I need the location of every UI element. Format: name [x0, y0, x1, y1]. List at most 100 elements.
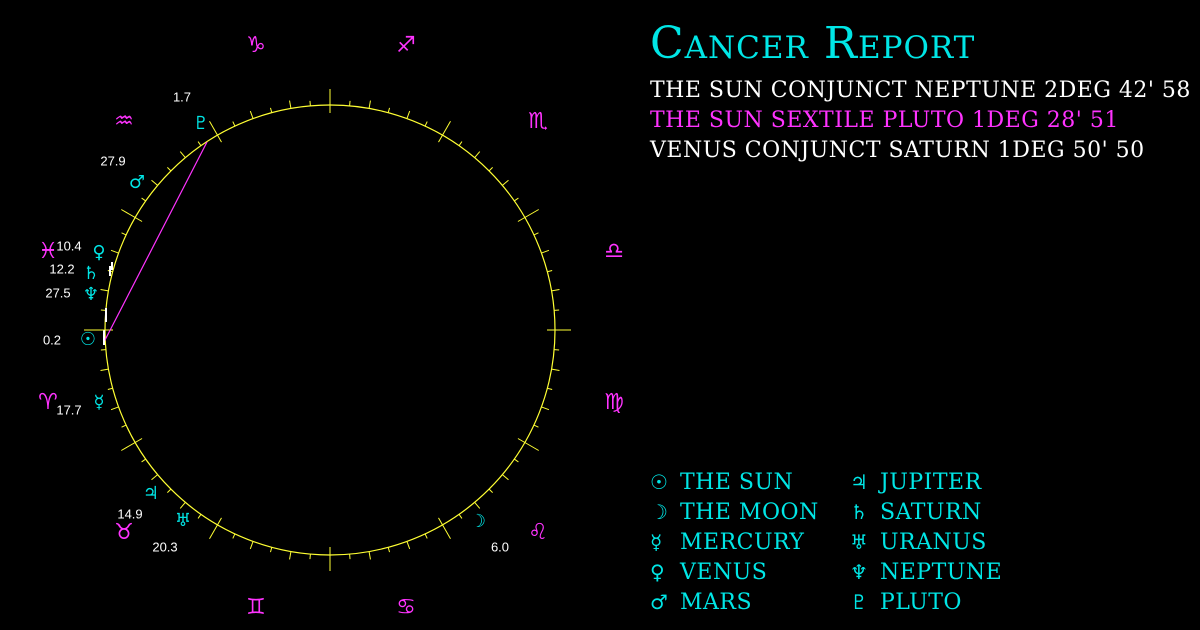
- jupiter-degree-label: 14.9: [117, 506, 142, 521]
- sagittarius-icon: ♐: [396, 33, 416, 58]
- legend-label: The Moon: [680, 500, 819, 525]
- libra-icon: ♎: [604, 239, 624, 264]
- wheel-tick: [424, 533, 428, 539]
- planet-position-markers: [84, 262, 113, 345]
- wheel-tick: [121, 209, 143, 222]
- sun-icon: ☉: [650, 470, 668, 494]
- wheel-tick: [541, 249, 550, 254]
- wheel-ticks: [89, 89, 571, 571]
- wheel-tick: [547, 387, 553, 391]
- wheel-tick: [514, 458, 519, 463]
- legend-item-saturn: ♄ Saturn: [850, 498, 982, 526]
- mars-icon: ♂: [650, 590, 668, 614]
- legend-item-mercury: ☿ Mercury: [650, 528, 804, 556]
- neptune-degree-label: 27.5: [45, 285, 70, 300]
- wheel-tick: [488, 488, 493, 493]
- wheel-tick: [387, 547, 391, 553]
- pluto-degree-label: 1.7: [173, 89, 191, 104]
- aries-icon: ♈: [38, 390, 58, 415]
- wheel-tick: [141, 458, 146, 463]
- legend-label: Neptune: [880, 560, 1003, 585]
- mars-icon: ♂: [129, 172, 145, 193]
- moon-icon: ☽: [470, 511, 486, 532]
- saturn-degree-label: 12.2: [49, 261, 74, 276]
- wheel-tick: [209, 517, 222, 539]
- legend-item-sun: ☉The Sun: [650, 468, 793, 496]
- wheel-tick: [438, 121, 451, 143]
- cancer-icon: ♋: [396, 595, 416, 620]
- aspect-line-text: The Sun Sextile Pluto 1deg 28' 51: [650, 108, 1119, 133]
- wheel-tick: [107, 387, 113, 391]
- uranus-icon: ♅: [850, 530, 868, 554]
- wheel-tick: [474, 151, 481, 158]
- wheel-tick: [438, 517, 451, 539]
- wheel-tick: [517, 209, 539, 222]
- wheel-tick: [100, 289, 109, 292]
- legend-item-uranus: ♅ Uranus: [850, 528, 987, 556]
- wheel-tick: [502, 179, 509, 186]
- legend-label: Venus: [680, 560, 768, 585]
- wheel-tick: [514, 197, 519, 202]
- mars-degree-label: 27.9: [100, 153, 125, 168]
- taurus-icon: ♉: [114, 520, 134, 545]
- planet-glyphs: ☉☽☿♀♂♃♄♅♆♇: [80, 113, 486, 532]
- wheel-circle: [104, 104, 556, 556]
- wheel-tick: [121, 232, 127, 236]
- wheel-tick: [179, 502, 186, 509]
- legend-item-moon: ☽The Moon: [650, 498, 819, 526]
- wheel-tick: [167, 167, 172, 172]
- wheel-tick: [100, 368, 109, 371]
- wheel-tick: [197, 141, 202, 146]
- venus-degree-label: 10.4: [56, 238, 81, 253]
- legend-label: Mars: [680, 590, 753, 615]
- leo-icon: ♌: [528, 520, 548, 545]
- wheel-tick: [533, 232, 539, 236]
- uranus-icon: ♅: [175, 510, 191, 531]
- legend-label: Jupiter: [880, 470, 982, 495]
- aspect-line-text: The Sun Conjunct Neptune 2deg 42' 58: [650, 78, 1191, 103]
- wheel-tick: [249, 541, 254, 550]
- moon-degree-label: 6.0: [491, 539, 509, 554]
- wheel-tick: [533, 424, 539, 428]
- wheel-tick: [368, 100, 371, 109]
- saturn-icon: ♄: [850, 500, 868, 524]
- planet-degree-labels: 0.26.017.710.427.914.912.220.327.51.7: [43, 89, 509, 554]
- mercury-icon: ☿: [650, 530, 663, 554]
- wheel-tick: [249, 110, 254, 119]
- wheel-tick: [232, 533, 236, 539]
- saturn-icon: ♄: [83, 263, 99, 284]
- legend-label: Mercury: [680, 530, 805, 555]
- legend-label: Uranus: [880, 530, 987, 555]
- capricorn-icon: ♑: [246, 33, 266, 58]
- jupiter-icon: ♃: [143, 483, 159, 504]
- aspect-line-sun-pluto: [103, 141, 208, 343]
- wheel-tick: [167, 488, 172, 493]
- wheel-tick: [502, 474, 509, 481]
- legend-label: Saturn: [880, 500, 982, 525]
- wheel-tick: [141, 197, 146, 202]
- wheel-tick: [474, 502, 481, 509]
- wheel-tick: [197, 514, 202, 519]
- aquarius-icon: ♒: [114, 109, 134, 134]
- wheel-tick: [269, 107, 273, 113]
- wheel-tick: [424, 121, 428, 127]
- scorpio-icon: ♏: [528, 109, 548, 134]
- wheel-tick: [488, 167, 493, 172]
- pluto-icon: ♇: [850, 590, 868, 614]
- legend-item-venus: ♀Venus: [650, 558, 767, 586]
- wheel-tick: [110, 249, 119, 254]
- wheel-tick: [406, 110, 411, 119]
- wheel-tick: [232, 121, 236, 127]
- wheel-tick: [209, 121, 222, 143]
- virgo-icon: ♍: [604, 390, 624, 415]
- wheel-tick: [269, 547, 273, 553]
- wheel-tick: [289, 551, 292, 560]
- wheel-tick: [458, 514, 463, 519]
- legend-item-pluto: ♇Pluto: [850, 588, 962, 616]
- wheel-tick: [387, 107, 391, 113]
- legend-item-mars: ♂ Mars: [650, 588, 752, 616]
- wheel-tick: [517, 438, 539, 451]
- pisces-icon: ♓: [38, 239, 58, 264]
- wheel-tick: [289, 100, 292, 109]
- jupiter-icon: ♃: [850, 470, 868, 494]
